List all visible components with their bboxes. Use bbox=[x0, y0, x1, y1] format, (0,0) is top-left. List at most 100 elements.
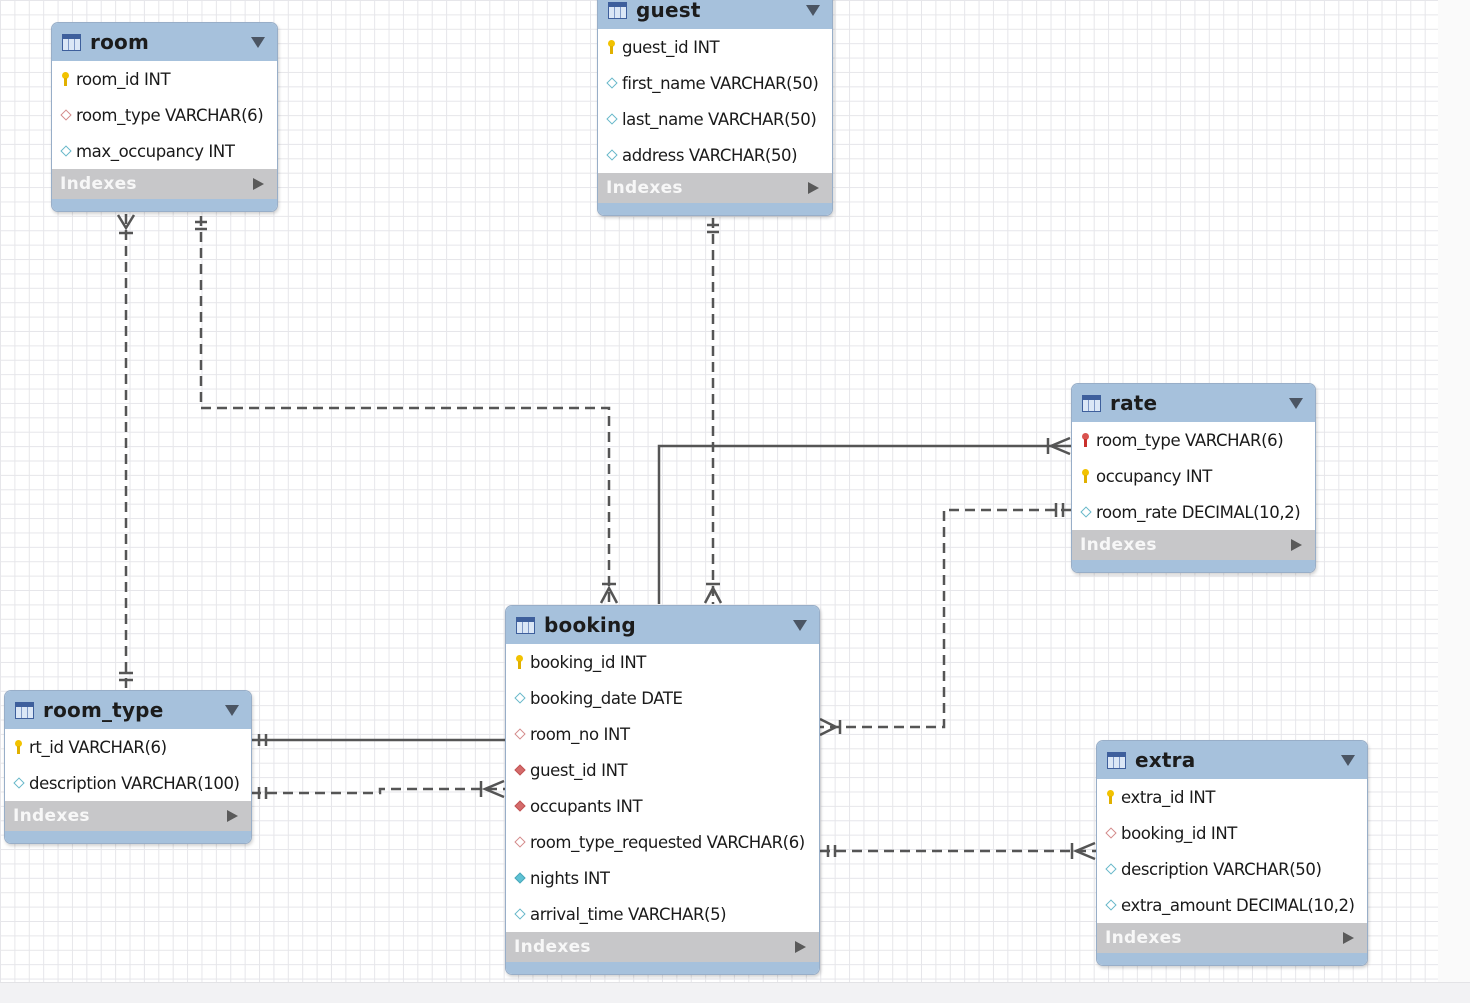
indexes-bar[interactable]: Indexes bbox=[5, 801, 251, 831]
expand-arrow-icon[interactable] bbox=[795, 941, 806, 953]
column-row[interactable]: arrival_time VARCHAR(5) bbox=[506, 896, 819, 932]
indexes-bar[interactable]: Indexes bbox=[1097, 923, 1367, 953]
table-header[interactable]: rate bbox=[1072, 384, 1315, 422]
horizontal-scrollbar-track[interactable] bbox=[0, 982, 1470, 1003]
column-definition: guest_id INT bbox=[622, 37, 720, 57]
column-row[interactable]: room_rate DECIMAL(10,2) bbox=[1072, 494, 1315, 530]
indexes-bar[interactable]: Indexes bbox=[506, 932, 819, 962]
column-row[interactable]: guest_id INT bbox=[506, 752, 819, 788]
collapse-arrow-icon[interactable] bbox=[251, 37, 265, 48]
collapse-arrow-icon[interactable] bbox=[1341, 755, 1355, 766]
table-guest[interactable]: guest guest_id INT first_name VARCHAR(50)… bbox=[597, 0, 833, 216]
table-footer bbox=[1072, 560, 1315, 572]
collapse-arrow-icon[interactable] bbox=[806, 5, 820, 16]
expand-arrow-icon[interactable] bbox=[808, 182, 819, 194]
table-extra[interactable]: extra extra_id INT booking_id INT descript… bbox=[1096, 740, 1368, 966]
column-definition: room_no INT bbox=[530, 724, 630, 744]
column-row[interactable]: guest_id INT bbox=[598, 29, 832, 65]
column-definition: room_id INT bbox=[76, 69, 171, 89]
column-list: guest_id INT first_name VARCHAR(50) last_n… bbox=[598, 29, 832, 173]
column-definition: description VARCHAR(50) bbox=[1121, 859, 1322, 879]
expand-arrow-icon[interactable] bbox=[1343, 932, 1354, 944]
column-diamond-icon bbox=[514, 907, 525, 921]
primary-key-icon bbox=[606, 40, 617, 54]
column-diamond-icon bbox=[1080, 505, 1091, 519]
rel-room-type-booking[interactable] bbox=[251, 787, 505, 795]
rel-rate-booking[interactable] bbox=[820, 508, 1071, 729]
table-room[interactable]: room room_id INT room_type VARCHAR(6)max_… bbox=[51, 22, 278, 212]
table-header[interactable]: room_type bbox=[5, 691, 251, 729]
indexes-label: Indexes bbox=[1080, 535, 1157, 555]
column-row[interactable]: room_type VARCHAR(6) bbox=[52, 97, 277, 133]
indexes-bar[interactable]: Indexes bbox=[52, 169, 277, 199]
cardinality-markers bbox=[116, 214, 1096, 861]
table-room-type[interactable]: room_type rt_id VARCHAR(6) description VA… bbox=[4, 690, 252, 844]
expand-arrow-icon[interactable] bbox=[1291, 539, 1302, 551]
foreign-key-icon bbox=[1105, 826, 1116, 840]
column-definition: first_name VARCHAR(50) bbox=[622, 73, 819, 93]
table-header[interactable]: booking bbox=[506, 606, 819, 644]
column-row[interactable]: room_id INT bbox=[52, 61, 277, 97]
column-diamond-icon bbox=[13, 776, 24, 790]
column-row[interactable]: extra_id INT bbox=[1097, 779, 1367, 815]
table-footer bbox=[506, 962, 819, 974]
column-row[interactable]: booking_id INT bbox=[1097, 815, 1367, 851]
table-header[interactable]: extra bbox=[1097, 741, 1367, 779]
column-diamond-icon bbox=[514, 691, 525, 705]
table-title: extra bbox=[1135, 748, 1196, 772]
rel-room-booking[interactable] bbox=[199, 216, 611, 604]
column-row[interactable]: description VARCHAR(100) bbox=[5, 765, 251, 801]
column-definition: booking_id INT bbox=[530, 652, 646, 672]
column-diamond-icon bbox=[1105, 862, 1116, 876]
column-row[interactable]: occupants INT bbox=[506, 788, 819, 824]
rel-rate-booking-identifying[interactable] bbox=[657, 444, 1071, 604]
foreign-key-icon bbox=[514, 727, 525, 741]
indexes-label: Indexes bbox=[13, 806, 90, 826]
table-title: booking bbox=[544, 613, 636, 637]
column-list: rt_id VARCHAR(6) description VARCHAR(100) bbox=[5, 729, 251, 801]
indexes-bar[interactable]: Indexes bbox=[1072, 530, 1315, 560]
column-row[interactable]: extra_amount DECIMAL(10,2) bbox=[1097, 887, 1367, 923]
collapse-arrow-icon[interactable] bbox=[793, 620, 807, 631]
column-row[interactable]: rt_id VARCHAR(6) bbox=[5, 729, 251, 765]
column-row[interactable]: room_type VARCHAR(6) bbox=[1072, 422, 1315, 458]
table-header[interactable]: guest bbox=[598, 0, 832, 29]
column-row[interactable]: room_no INT bbox=[506, 716, 819, 752]
column-row[interactable]: nights INT bbox=[506, 860, 819, 896]
collapse-arrow-icon[interactable] bbox=[1289, 398, 1303, 409]
column-row[interactable]: room_type_requested VARCHAR(6) bbox=[506, 824, 819, 860]
column-row[interactable]: max_occupancy INT bbox=[52, 133, 277, 169]
column-list: room_id INT room_type VARCHAR(6)max_occup… bbox=[52, 61, 277, 169]
indexes-label: Indexes bbox=[514, 937, 591, 957]
column-definition: booking_date DATE bbox=[530, 688, 683, 708]
column-row[interactable]: description VARCHAR(50) bbox=[1097, 851, 1367, 887]
column-diamond-icon bbox=[606, 76, 617, 90]
column-diamond-icon bbox=[606, 148, 617, 162]
table-booking[interactable]: booking booking_id INT booking_date DATE r… bbox=[505, 605, 820, 975]
column-row[interactable]: first_name VARCHAR(50) bbox=[598, 65, 832, 101]
foreign-key-icon bbox=[60, 108, 71, 122]
table-header[interactable]: room bbox=[52, 23, 277, 61]
primary-key-icon bbox=[60, 72, 71, 86]
collapse-arrow-icon[interactable] bbox=[225, 705, 239, 716]
column-definition: nights INT bbox=[530, 868, 610, 888]
column-row[interactable]: occupancy INT bbox=[1072, 458, 1315, 494]
expand-arrow-icon[interactable] bbox=[253, 178, 264, 190]
column-row[interactable]: address VARCHAR(50) bbox=[598, 137, 832, 173]
column-definition: arrival_time VARCHAR(5) bbox=[530, 904, 727, 924]
column-list: extra_id INT booking_id INT description VA… bbox=[1097, 779, 1367, 923]
table-icon bbox=[1107, 751, 1126, 769]
expand-arrow-icon[interactable] bbox=[227, 810, 238, 822]
column-row[interactable]: booking_id INT bbox=[506, 644, 819, 680]
indexes-bar[interactable]: Indexes bbox=[598, 173, 832, 203]
primary-key-icon bbox=[1080, 469, 1091, 483]
column-definition: booking_id INT bbox=[1121, 823, 1237, 843]
column-row[interactable]: last_name VARCHAR(50) bbox=[598, 101, 832, 137]
column-definition: rt_id VARCHAR(6) bbox=[29, 737, 167, 757]
primary-key-icon bbox=[1105, 790, 1116, 804]
column-row[interactable]: booking_date DATE bbox=[506, 680, 819, 716]
